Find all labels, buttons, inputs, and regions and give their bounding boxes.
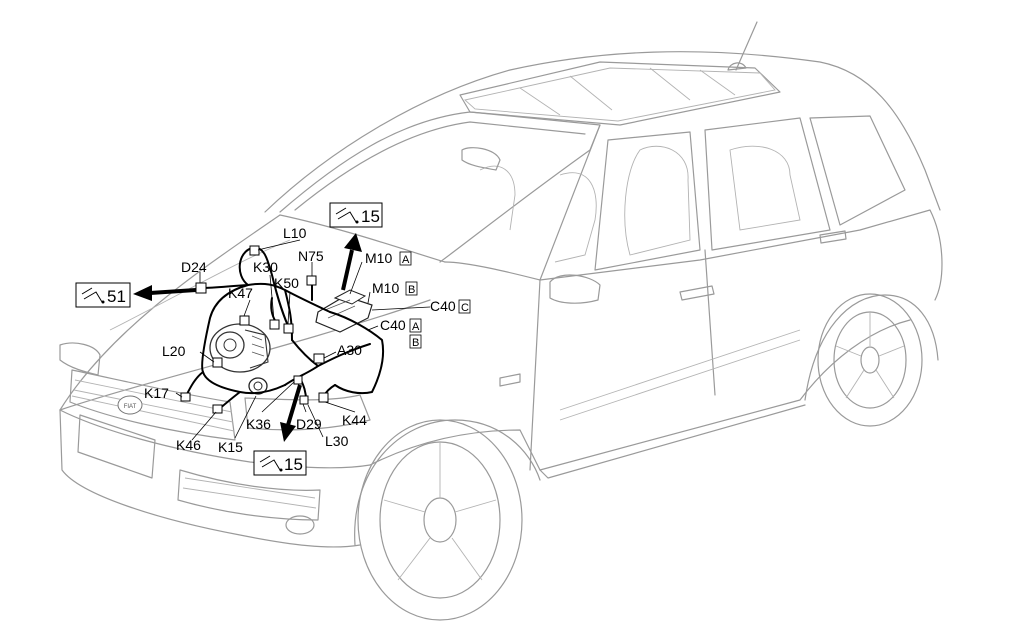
label-c40a-suffix: A [412,321,420,333]
label-k30: K30 [253,259,278,275]
label-m10b: M10 [372,280,399,296]
label-n75: N75 [298,248,324,264]
label-d29: D29 [296,416,322,432]
connector-k44 [318,392,329,403]
pulley-component [248,377,268,395]
connectors [180,245,329,414]
fiat-badge: FIAT [117,395,143,415]
connector-k47 [239,315,250,326]
label-k46: K46 [176,437,201,453]
label-d24: D24 [181,259,207,275]
label-l10: L10 [283,225,307,241]
svg-text:FIAT: FIAT [124,404,137,410]
connector-d29 [299,395,309,405]
connector-n75 [306,275,317,286]
arrow-to-ref-left [133,285,197,301]
ref-top-number: 15 [361,207,380,226]
label-k36: K36 [246,416,271,432]
label-m10a-suffix: A [402,254,410,266]
label-k44: K44 [342,412,367,428]
label-c40c: C40 [430,298,456,314]
leader-lines [175,239,431,441]
label-m10a: M10 [365,250,392,266]
connector-k17 [180,392,191,402]
connector-l20 [212,357,223,368]
ref-left-number: 51 [107,287,126,306]
label-c40c-suffix: C [461,302,469,314]
label-k47: K47 [228,285,253,301]
arrow-to-ref-top [341,233,362,291]
control-unit-m10 [315,289,373,333]
ref-box-top: 15 [329,202,383,228]
connector-k30 [269,319,280,330]
connector-k46 [212,404,223,414]
label-m10b-suffix: B [408,284,415,296]
connector-d24 [195,282,207,294]
connector-k36 [293,375,303,385]
label-a30: A30 [337,342,362,358]
label-l30: L30 [325,433,349,449]
connector-a30 [313,353,325,364]
connector-k50 [283,323,294,334]
ref-bottom-number: 15 [284,455,303,474]
connector-l10 [249,245,260,256]
label-k15: K15 [218,439,243,455]
label-c40a: C40 [380,317,406,333]
car-body-outline [59,21,943,621]
label-l20: L20 [162,343,186,359]
arrow-to-ref-bottom [280,384,302,442]
ref-box-left: 51 [75,282,131,308]
label-k17: K17 [144,385,169,401]
label-k50: K50 [274,275,299,291]
label-c40b-suffix: B [412,337,419,349]
component-labels: L10 N75 M10 A M10 B C40 C C40 A B D24 K3… [144,225,471,455]
ac-compressor [209,323,271,373]
ref-box-bottom: 15 [253,450,307,476]
